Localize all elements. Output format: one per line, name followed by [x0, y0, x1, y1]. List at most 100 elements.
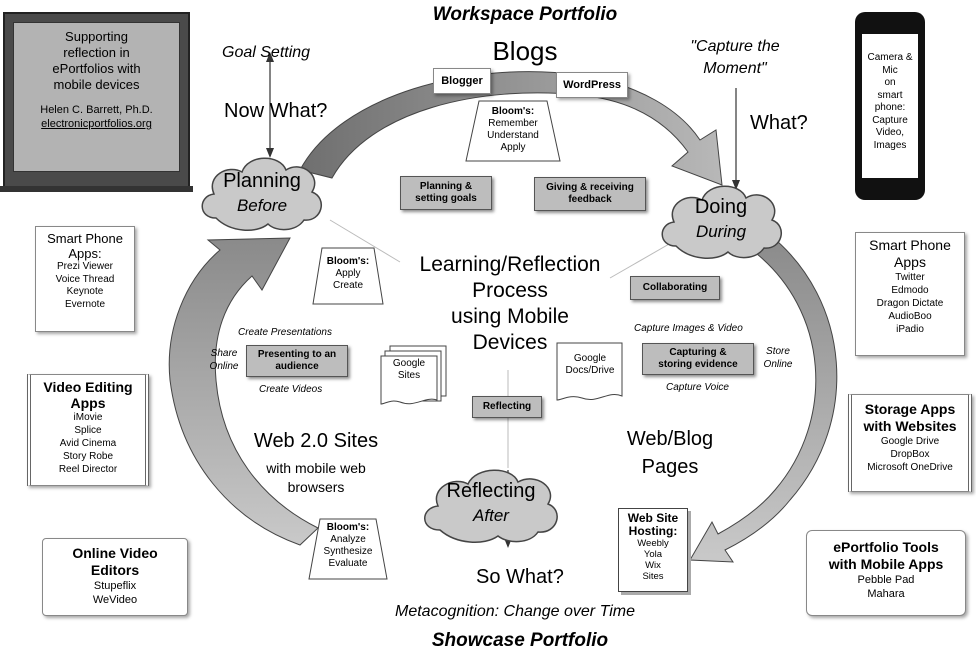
blooms-bottom-line: Analyze: [330, 534, 366, 545]
panel-item: Evernote: [64, 298, 106, 310]
phone-line: smart: [877, 89, 903, 101]
intro-line: mobile devices: [53, 77, 140, 92]
wordpress-box: WordPress: [556, 72, 628, 98]
planning-goals-box: Planning &setting goals: [400, 176, 492, 210]
capturing-box: Capturing &storing evidence: [642, 343, 754, 375]
blooms-bottom-line: Synthesize: [323, 546, 373, 557]
blooms-left: Bloom's: Apply Create: [312, 256, 384, 292]
panel-title: with Mobile Apps: [828, 556, 944, 572]
workspace-portfolio-title: Workspace Portfolio: [432, 4, 618, 25]
phone-screen: Camera & Mic on smart phone: Capture Vid…: [862, 34, 918, 178]
blogger-box: Blogger: [433, 68, 491, 94]
panel-title: Online Video: [72, 545, 158, 561]
panel-item: Microsoft OneDrive: [867, 462, 953, 473]
smartphone-apps-left-panel: Smart Phone Apps: Prezi Viewer Voice Thr…: [35, 226, 135, 332]
panel-item: AudioBoo: [888, 311, 932, 322]
panel-title: Apps: [70, 395, 106, 411]
phone-line: Camera &: [867, 52, 913, 63]
planning-goals-line: setting goals: [415, 193, 477, 204]
share-online-label-2: Online: [209, 361, 239, 372]
store-online-label-2: Online: [763, 359, 793, 370]
collaborating-box: Collaborating: [630, 276, 720, 300]
share-online-label-1: Share: [210, 348, 238, 359]
blooms-left-shape: [312, 247, 384, 305]
blooms-top-line: Bloom's:: [491, 106, 535, 117]
presenting-line: audience: [275, 361, 319, 372]
phone-line: on: [884, 77, 896, 88]
google-docs-icon: [556, 342, 623, 401]
web-hosting-panel: Web Site Hosting: Weebly Yola Wix Sites: [618, 508, 688, 592]
chalkboard-ledge: [0, 186, 193, 192]
panel-item: Yola: [643, 549, 663, 560]
planning-sub: Before: [236, 196, 288, 215]
reflecting-sub: After: [473, 506, 509, 525]
panel-item: Mahara: [867, 588, 905, 600]
reflecting-title: Reflecting: [446, 480, 536, 502]
blooms-top: Bloom's: Remember Understand Apply: [465, 106, 561, 154]
panel-item: Google Drive: [880, 436, 940, 447]
panel-title: Hosting:: [628, 524, 678, 538]
panel-item: Twitter: [895, 272, 925, 283]
web20-sub-1: with mobile web: [266, 460, 366, 476]
presenting-line: Presenting to an: [257, 349, 337, 360]
author-name: Helen C. Barrett, Ph.D.: [40, 104, 153, 116]
smartphone-apps-right-panel: Smart Phone Apps Twitter Edmodo Dragon D…: [855, 232, 965, 356]
center-line: Devices: [472, 331, 548, 354]
panel-item: Voice Thread: [55, 273, 115, 285]
what-label: What?: [750, 112, 808, 134]
panel-item: Edmodo: [891, 285, 929, 296]
google-docs-line: Google: [573, 353, 607, 364]
blooms-left-line: Apply: [335, 268, 361, 279]
blooms-bottom-shape: [308, 518, 388, 580]
center-line: using Mobile: [451, 305, 569, 328]
store-online-label-1: Store: [766, 346, 790, 357]
panel-item: Stupeflix: [93, 580, 137, 592]
planning-cloud: [201, 157, 322, 231]
metacognition-label: Metacognition: Change over Time: [395, 603, 635, 620]
panel-item: Wix: [645, 560, 661, 571]
intro-line: ePortfolios with: [52, 61, 141, 76]
intro-line: Supporting: [65, 29, 128, 44]
panel-item: Reel Director: [58, 464, 118, 475]
intro-board: Supporting reflection in ePortfolios wit…: [13, 22, 180, 172]
panel-title: Web Site: [627, 511, 679, 525]
blooms-left-line: Bloom's:: [326, 256, 370, 267]
capture-moment-label-1: "Capture the: [690, 38, 780, 55]
panel-title: Video Editing: [43, 379, 133, 395]
phone-line: Images: [873, 139, 907, 151]
google-sites: Google Sites: [380, 358, 438, 382]
panel-item: WeVideo: [92, 594, 138, 606]
panel-item: iMovie: [73, 412, 103, 423]
panel-item: Keynote: [66, 286, 104, 297]
author-site-link[interactable]: electronicportfolios.org: [41, 118, 152, 130]
panel-title: Apps:: [68, 246, 102, 261]
blooms-top-line: Understand: [487, 130, 539, 141]
so-what-label: So What?: [476, 566, 564, 588]
webblog-line-1: Web/Blog: [626, 428, 714, 450]
blooms-bottom-line: Bloom's:: [326, 522, 370, 533]
blooms-bottom: Bloom's: Analyze Synthesize Evaluate: [308, 522, 388, 570]
google-sites-line: Sites: [397, 370, 421, 381]
blogs-title: Blogs: [492, 36, 558, 66]
showcase-portfolio-title: Showcase Portfolio: [431, 630, 609, 651]
blooms-bottom-line: Evaluate: [328, 558, 368, 569]
panel-item: DropBox: [890, 449, 930, 460]
create-presentations-label: Create Presentations: [238, 327, 332, 338]
center-title: Learning/Reflection Process using Mobile…: [385, 252, 635, 356]
create-videos-label: Create Videos: [259, 384, 323, 395]
capture-images-video-label: Capture Images & Video: [634, 323, 743, 334]
panel-title: Apps: [894, 254, 926, 270]
capturing-line: Capturing &: [669, 347, 727, 358]
panel-title: Editors: [90, 562, 140, 578]
panel-item: Avid Cinema: [59, 438, 117, 449]
video-editing-panel: Video Editing Apps iMovie Splice Avid Ci…: [27, 374, 149, 486]
now-what-label: Now What?: [224, 100, 328, 122]
feedback-line: feedback: [568, 194, 612, 205]
panel-item: Weebly: [637, 538, 669, 549]
capturing-line: storing evidence: [658, 359, 738, 370]
doing-sub: During: [695, 222, 747, 241]
feedback-line: Giving & receiving: [546, 182, 634, 193]
center-line: Learning/Reflection: [419, 253, 601, 276]
